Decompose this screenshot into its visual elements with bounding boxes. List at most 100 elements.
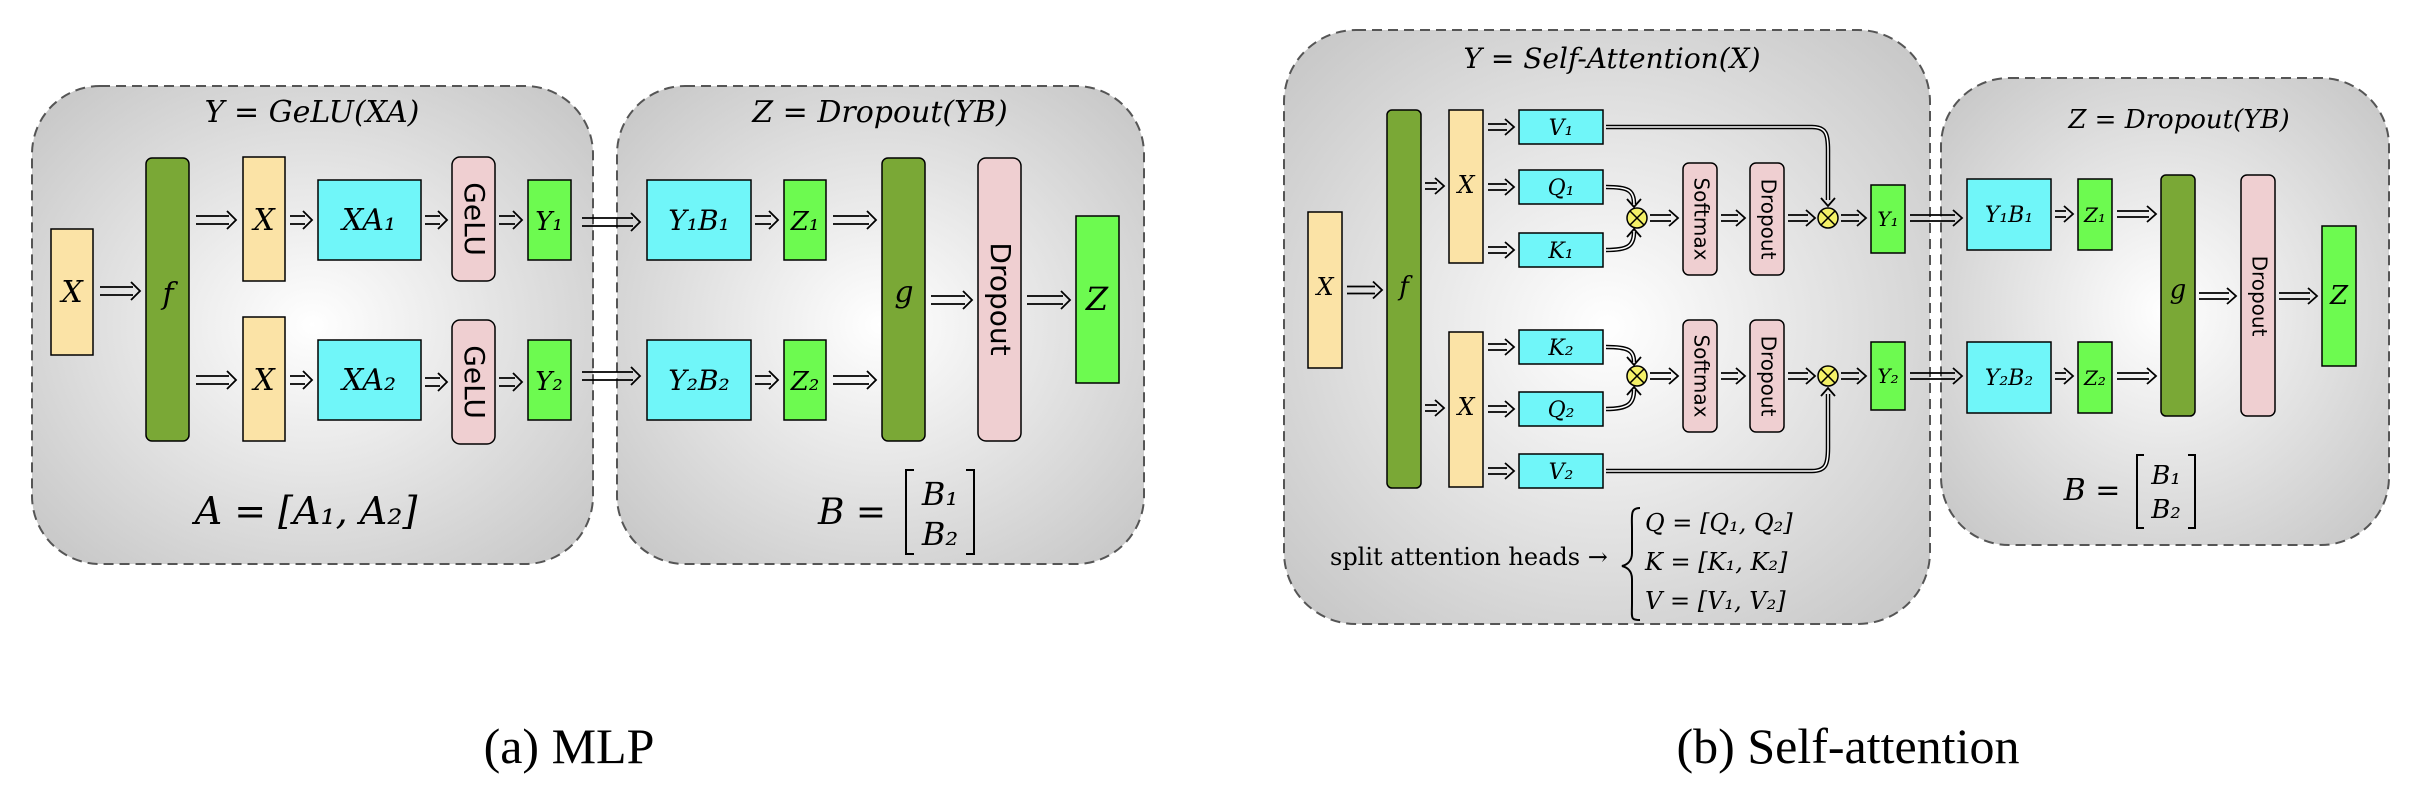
mlp-input-x-box (50, 228, 94, 356)
attn-x-bottom-box (1448, 331, 1484, 488)
mlp-arrow-xa1-gelu (425, 210, 449, 230)
attn-arrow-y1-yb1 (1910, 209, 1964, 227)
attn-b-bracket-left (2136, 454, 2144, 529)
mlp-b2-label: B₂ (921, 515, 958, 553)
mlp-y1-box (527, 179, 572, 261)
attn-yb1-box (1966, 178, 2052, 251)
mlp-f-box (145, 157, 190, 442)
mlp-yb1-box (646, 179, 752, 261)
mlp-arrow-x-xa1 (290, 210, 314, 230)
attn-y2-box (1870, 341, 1906, 411)
attn-q1-label: Q₁ (1548, 176, 1575, 201)
mlp-xa1-label: XA₁ (340, 203, 396, 238)
attn-head-k2 (1626, 356, 1642, 367)
attn-q1-box (1518, 169, 1604, 205)
mlp-right-title: Z = Dropout(YB) (751, 95, 1007, 130)
attn-k1-box (1518, 232, 1604, 268)
attn-arrow-z2-g (2117, 367, 2158, 385)
arrows-layer (100, 118, 2319, 480)
mlp-xa1-box (317, 179, 422, 261)
mlp-diagram: Y = GeLU(XA) Z = Dropout(YB) X f X XA₁ G… (31, 85, 1145, 774)
mlp-x-bottom-box (242, 316, 286, 442)
attn-z-label: Z (2329, 281, 2349, 311)
mlp-arrow-f-x-top (196, 210, 238, 230)
mlp-g-label: g (894, 275, 913, 310)
attn-z2-label: Z₂ (2083, 366, 2106, 390)
attn-v2-label: V₂ (1549, 460, 1574, 485)
mlp-arrow-y2-yb2 (582, 366, 642, 386)
mlp-input-x-label: X (59, 275, 84, 310)
mlp-z2-box (783, 339, 827, 421)
attn-b2-label: B₂ (2150, 495, 2181, 525)
attn-k2-box (1518, 329, 1604, 365)
attn-curve-q2-mult-inner (1605, 389, 1635, 410)
attn-arrow-x-k1 (1488, 241, 1516, 259)
attn-curve-v2-mult-inner (1606, 394, 1829, 472)
attn-arrow-yb1-z1 (2055, 205, 2075, 223)
mlp-z-label: Z (1085, 280, 1109, 318)
attn-arrow-x-k2 (1488, 338, 1516, 356)
attn-dropout-bottom-box (1749, 319, 1785, 433)
mlp-xa2-label: XA₂ (340, 363, 396, 398)
mlp-arrow-gelu-y1 (499, 210, 524, 230)
mlp-arrow-g-dropout (931, 290, 974, 310)
mlp-b1-label: B₁ (921, 475, 958, 513)
attn-head-v1 (1820, 197, 1836, 208)
attn-q-equation: Q = [Q₁, Q₂] (1645, 509, 1793, 537)
mlp-left-title: Y = GeLU(XA) (205, 95, 420, 130)
mlp-x-bottom-label: X (251, 363, 276, 398)
mlp-gelu-bottom-box (451, 319, 496, 445)
mlp-z1-label: Z₁ (790, 207, 820, 237)
attn-arrow-x-v1 (1488, 118, 1516, 136)
attn-dropout-top-label: Dropout (1757, 179, 1781, 260)
attn-k-equation: K = [K₁, K₂] (1644, 548, 1788, 576)
attn-dropout-top-box (1749, 162, 1785, 276)
mlp-arrow-f-x-bottom (196, 370, 238, 390)
attn-softmax-bottom-label: Softmax (1690, 334, 1714, 417)
attn-arrow-softmax-dropout-bottom (1721, 367, 1747, 385)
mlp-caption: (a) MLP (484, 718, 655, 774)
attn-arrow-x-v2 (1488, 462, 1516, 480)
mlp-b-bracket-right (966, 469, 975, 555)
attn-arrow-f-x-bottom (1425, 399, 1446, 417)
attn-v1-box (1518, 109, 1604, 145)
attn-mult-y1-icon (1817, 207, 1839, 229)
mlp-z1-box (783, 179, 827, 261)
attn-dropout-right-label: Dropout (2248, 256, 2272, 337)
attn-arrow-dropout-mult-bottom (1788, 367, 1817, 385)
mlp-arrow-z2-g (833, 370, 878, 390)
attn-q2-label: Q₂ (1548, 398, 1575, 423)
attn-yb2-box (1966, 341, 2052, 414)
attn-arrow-softmax-dropout-top (1721, 209, 1747, 227)
attn-input-x-box (1307, 211, 1343, 369)
attn-arrow-z1-g (2117, 205, 2158, 223)
attn-v1-label: V₁ (1549, 116, 1574, 141)
attn-b-equation-lhs: B = (2063, 473, 2121, 508)
attn-yb1-label: Y₁B₁ (1985, 203, 2033, 228)
mlp-b-bracket-left (905, 469, 914, 555)
attn-left-panel (1283, 29, 1931, 625)
attn-softmax-top-label: Softmax (1690, 177, 1714, 260)
mlp-dropout-box (977, 157, 1022, 442)
attn-arrow-mult-softmax-bottom (1650, 367, 1680, 385)
attention-diagram: Y = Self-Attention(X) Z = Dropout(YB) X … (1283, 29, 2390, 774)
attn-yb2-label: Y₂B₂ (1985, 366, 2033, 391)
attn-f-box (1386, 109, 1422, 489)
mlp-arrow-x-f (100, 281, 142, 301)
mlp-dropout-label: Dropout (984, 242, 1017, 355)
mlp-yb2-box (646, 339, 752, 421)
mlp-xa2-box (317, 339, 422, 421)
mlp-arrow-dropout-z (1027, 290, 1072, 310)
mlp-arrow-y1-yb1 (582, 212, 642, 232)
attn-v-equation: V = [V₁, V₂] (1645, 587, 1786, 615)
attn-arrow-y2-yb2 (1910, 367, 1964, 385)
attn-mult-bottom-icon (1626, 365, 1648, 387)
attn-y1-label: Y₁ (1877, 207, 1898, 231)
attn-head-q2 (1626, 385, 1642, 396)
attn-arrow-f-x-top (1425, 177, 1446, 195)
attn-x-top-box (1448, 109, 1484, 264)
mlp-b-equation-lhs: B = (817, 492, 886, 533)
mlp-gelu-top-label: GeLU (458, 182, 491, 256)
attn-y2-label: Y₂ (1877, 364, 1898, 388)
mlp-g-box (881, 157, 926, 442)
